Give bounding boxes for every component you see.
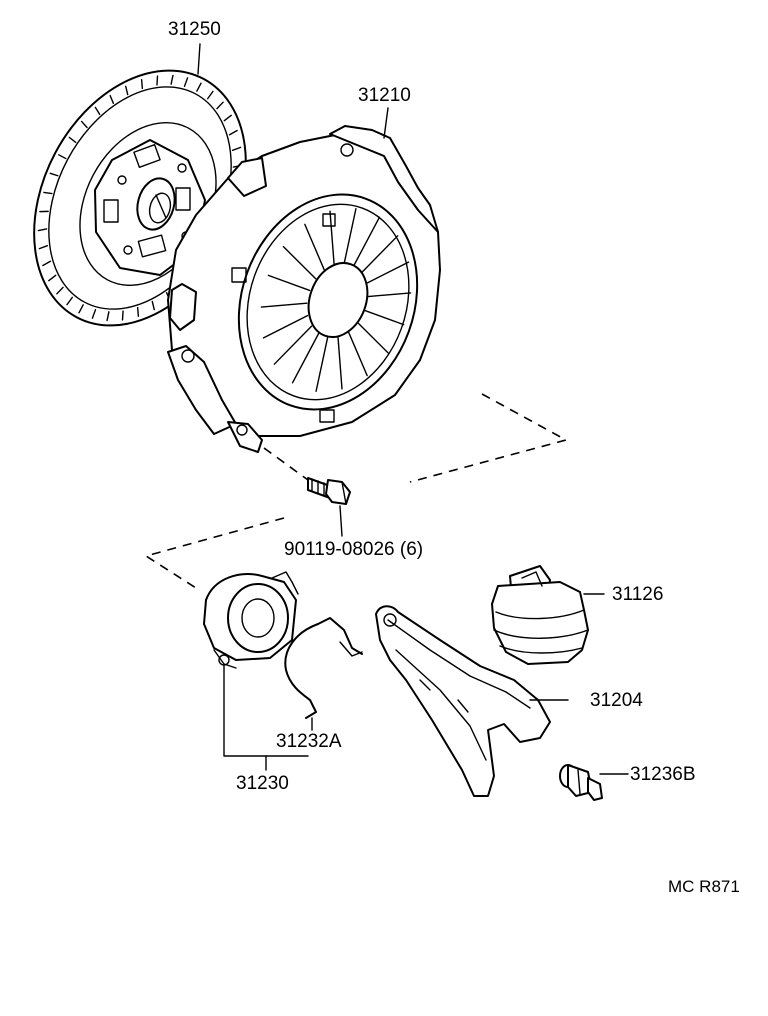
callout-release-bearing-assembly: 31230	[236, 773, 289, 794]
facing-tick	[223, 114, 232, 122]
facing-tick	[37, 228, 48, 232]
release-fork-boot	[491, 565, 589, 665]
callout-release-fork-boot: 31126	[612, 584, 664, 605]
spring-finger	[273, 325, 313, 365]
facing-tick	[121, 310, 124, 321]
spring-finger	[260, 302, 308, 308]
facing-tick	[136, 306, 140, 317]
figure-code: MC R871	[668, 877, 740, 896]
spring-finger	[262, 314, 309, 339]
facing-tick	[196, 82, 202, 92]
spring-finger	[267, 274, 311, 292]
spring-finger	[304, 223, 325, 271]
facing-tick	[106, 311, 110, 322]
dashed-reference-line	[409, 393, 569, 483]
facing-tick	[109, 94, 115, 104]
facing-tick	[58, 154, 67, 160]
facing-tick	[228, 129, 238, 136]
facing-tick	[43, 191, 53, 195]
spring-finger	[282, 245, 317, 280]
spring-finger	[363, 261, 410, 286]
facing-tick	[216, 101, 224, 110]
callout-release-fork: 31204	[590, 690, 643, 711]
clutch-disc	[33, 69, 247, 327]
spring-finger	[329, 210, 335, 265]
callout-cover-bolt: 90119-08026 (6)	[284, 539, 424, 560]
fork-support	[559, 764, 603, 801]
spring-finger	[352, 216, 381, 268]
facing-tick	[140, 79, 144, 90]
facing-tick	[91, 308, 97, 319]
spring-finger	[343, 208, 357, 264]
spring-finger	[315, 336, 329, 392]
release-bearing	[203, 571, 299, 669]
spring-finger	[337, 335, 343, 390]
facing-tick	[231, 146, 242, 152]
spring-finger	[355, 320, 390, 355]
cover-bolt	[307, 477, 351, 505]
spring-finger	[359, 235, 399, 275]
facing-tick	[66, 296, 73, 306]
facing-tick	[170, 74, 174, 85]
spring-finger	[347, 329, 368, 377]
facing-tick	[49, 172, 59, 177]
spring-finger	[361, 308, 405, 326]
facing-tick	[156, 75, 159, 86]
callout-bearing-clip: 31232A	[276, 731, 342, 752]
facing-tick	[151, 300, 155, 311]
facing-tick	[42, 260, 52, 267]
facing-tick	[207, 90, 214, 100]
facing-tick	[38, 244, 49, 250]
leader-lines	[197, 43, 629, 775]
facing-tick	[125, 85, 129, 96]
clutch-cover	[167, 125, 441, 453]
bearing-clip	[284, 617, 363, 719]
callout-fork-support: 31236B	[630, 764, 696, 785]
spring-finger	[291, 332, 320, 384]
callout-clutch-disc: 31250	[168, 19, 221, 40]
facing-tick	[94, 106, 101, 116]
dashed-reference-line	[263, 447, 309, 481]
facing-tick	[183, 77, 189, 88]
facing-tick	[78, 304, 84, 314]
facing-tick	[56, 286, 64, 295]
facing-tick	[68, 136, 77, 144]
dashed-reference-line	[144, 517, 285, 589]
facing-tick	[48, 274, 57, 282]
callout-clutch-cover: 31210	[358, 85, 411, 106]
spring-finger	[364, 292, 412, 298]
facing-tick	[80, 120, 88, 129]
